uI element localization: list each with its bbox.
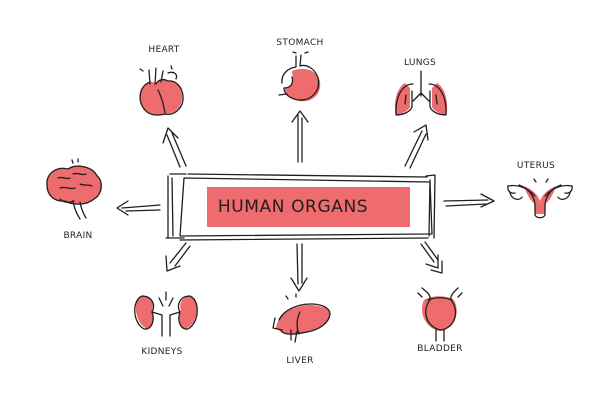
brain-icon (46, 158, 103, 220)
liver-icon (272, 293, 331, 343)
title-box (165, 173, 436, 241)
organ-label-liver: LIVER (286, 356, 314, 366)
arrow-to-brain (116, 200, 161, 216)
organ-label-heart: HEART (148, 45, 180, 55)
diagram-title: HUMAN ORGANS (217, 197, 369, 217)
arrow-to-stomach (291, 110, 309, 163)
arrow-to-liver (290, 243, 308, 292)
organ-label-uterus: UTERUS (516, 161, 556, 171)
stomach-icon (278, 51, 321, 102)
arrow-to-heart (162, 127, 187, 168)
kidneys-icon (134, 291, 198, 337)
lungs-icon (394, 70, 448, 116)
uterus-icon (507, 178, 573, 219)
heart-icon (139, 65, 184, 116)
organ-label-lungs: LUNGS (403, 58, 437, 68)
organ-label-brain: BRAIN (63, 231, 93, 241)
organ-label-kidneys: KIDNEYS (141, 347, 183, 357)
arrow-to-lungs (404, 124, 429, 169)
arrow-to-uterus (443, 193, 495, 208)
arrow-to-kidneys (165, 242, 191, 272)
organ-label-stomach: STOMACH (276, 38, 324, 48)
arrow-to-bladder (420, 241, 443, 274)
bladder-icon (417, 287, 463, 342)
organ-label-bladder: BLADDER (417, 344, 463, 354)
